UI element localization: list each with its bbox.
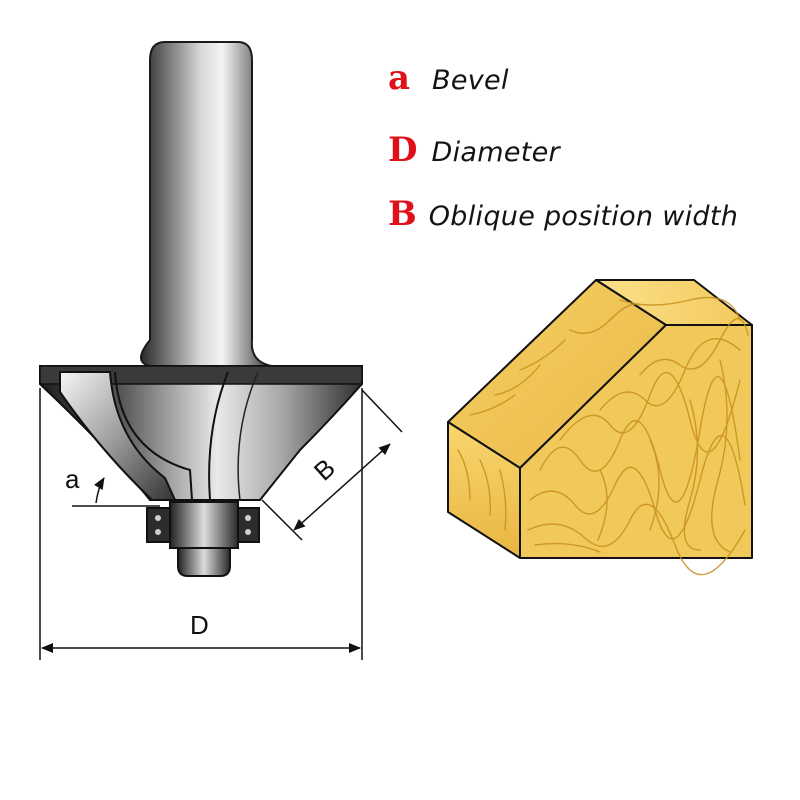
legend-text: Bevel	[432, 65, 509, 96]
legend-key: D	[388, 130, 418, 170]
wood-block	[447, 279, 753, 559]
cutter-rim	[39, 365, 363, 385]
legend-text: Diameter	[431, 137, 560, 168]
flute-edge-2	[237, 371, 259, 501]
flute-edge	[208, 371, 229, 501]
flute-curve	[114, 371, 193, 501]
legend-item-oblique-width: B Oblique position width	[388, 194, 738, 234]
diameter-label: D	[190, 610, 209, 640]
bearing	[146, 501, 260, 549]
pilot-pin	[177, 547, 231, 577]
legend-text: Oblique position width	[428, 201, 739, 232]
router-bit	[39, 41, 363, 577]
width-label: B	[308, 453, 341, 487]
legend-item-bevel: a Bevel	[388, 58, 509, 98]
legend-key: B	[388, 194, 417, 234]
bevel-label: a	[65, 464, 80, 494]
shank	[140, 41, 273, 367]
dimension-lines	[39, 388, 403, 660]
wood-grain	[457, 296, 749, 576]
legend-item-diameter: D Diameter	[388, 130, 560, 170]
carbide-flute	[59, 371, 177, 501]
bevel-angle-arc	[94, 477, 105, 504]
legend-key: a	[388, 58, 411, 98]
width-arrow	[293, 443, 391, 531]
